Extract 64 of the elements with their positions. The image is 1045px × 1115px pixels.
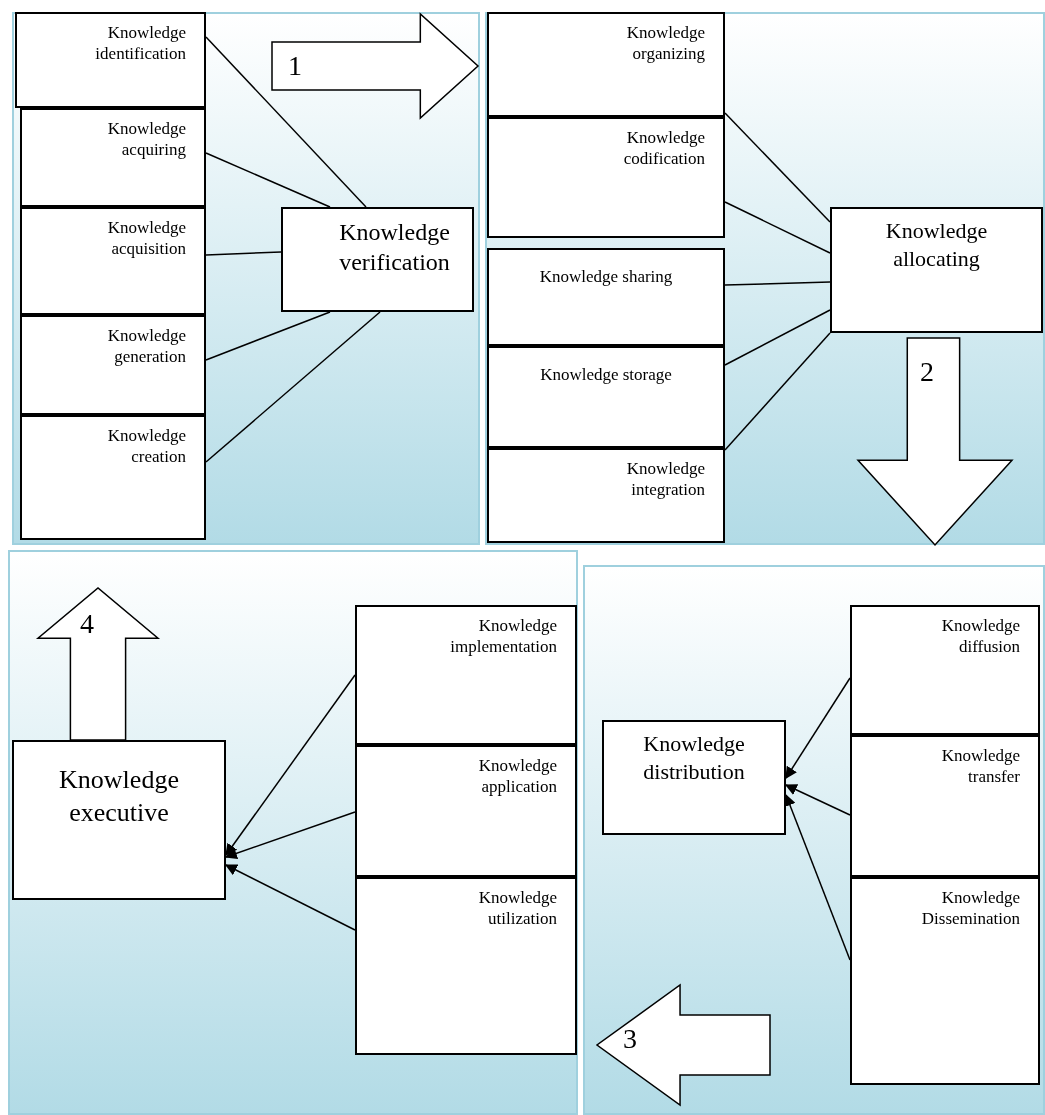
process-box [12, 740, 226, 900]
box-label: Knowledge integration [625, 458, 705, 501]
process-box [850, 877, 1040, 1085]
box-label: Knowledge identification [94, 22, 186, 65]
box-label: Knowledge acquiring [106, 118, 186, 161]
process-box [20, 108, 206, 207]
box-label: Knowledge codification [622, 127, 705, 170]
block-arrow [38, 588, 158, 740]
process-box [487, 346, 725, 448]
box-label: Knowledge diffusion [940, 615, 1020, 658]
process-box [15, 12, 206, 108]
process-box [830, 207, 1043, 333]
process-box [355, 877, 577, 1055]
box-label: Knowledge creation [106, 425, 186, 468]
process-box [487, 117, 725, 238]
connector-line [724, 201, 831, 254]
box-label: Knowledge acquisition [106, 217, 186, 260]
block-arrow [858, 338, 1012, 545]
process-box [20, 315, 206, 415]
box-label: Knowledge generation [106, 325, 186, 368]
connector-line [205, 36, 367, 208]
step-number: 4 [80, 610, 94, 638]
process-box [281, 207, 474, 312]
connector-line [205, 251, 282, 256]
process-box [355, 605, 577, 745]
box-label: Knowledge allocating [884, 217, 989, 272]
box-label: Knowledge utilization [477, 887, 557, 930]
box-label: Knowledge executive [58, 764, 180, 829]
process-box [850, 605, 1040, 735]
process-box [850, 735, 1040, 877]
process-box [602, 720, 786, 835]
connector-line [724, 309, 831, 366]
process-box [487, 12, 725, 117]
box-label: Knowledge transfer [940, 745, 1020, 788]
step-number: 3 [623, 1025, 637, 1053]
box-label: Knowledge sharing [538, 266, 674, 288]
step-number: 1 [288, 52, 302, 80]
box-label: Knowledge application [477, 755, 557, 798]
panel-background [583, 565, 1045, 1115]
box-label: Knowledge Dissemination [920, 887, 1020, 930]
step-number: 2 [920, 358, 934, 386]
box-label: Knowledge storage [539, 364, 673, 386]
process-box [487, 448, 725, 543]
connector-line [205, 311, 381, 463]
connector-line [205, 152, 331, 208]
process-box [355, 745, 577, 877]
connector-line [205, 311, 331, 361]
block-arrow [272, 14, 478, 118]
process-box [20, 415, 206, 540]
box-label: Knowledge verification [338, 218, 451, 277]
connector-line [724, 112, 831, 223]
block-arrow [597, 985, 770, 1105]
process-box [487, 248, 725, 346]
arrow [785, 677, 851, 779]
box-label: Knowledge organizing [625, 22, 705, 65]
box-label: Knowledge implementation [449, 615, 557, 658]
process-box [20, 207, 206, 315]
arrow [225, 674, 356, 856]
panel-background [485, 12, 1045, 545]
box-label: Knowledge distribution [642, 730, 746, 785]
panel-background [12, 12, 480, 545]
connector-line [724, 281, 831, 286]
panel-background [8, 550, 578, 1115]
connector-line [724, 332, 831, 451]
